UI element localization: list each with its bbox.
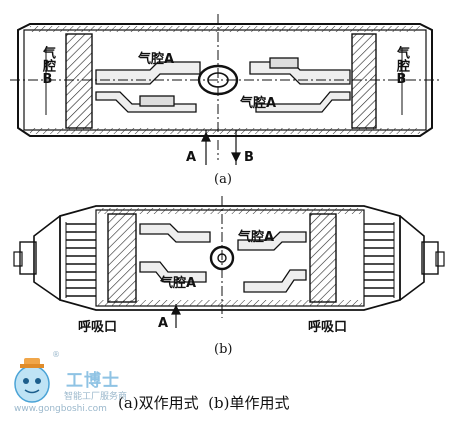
rack-assembly-b bbox=[139, 223, 307, 293]
rack-assembly-a bbox=[95, 57, 351, 113]
pinion-gear-a bbox=[197, 64, 239, 96]
chamber-b-left-text: 气腔B bbox=[40, 46, 55, 87]
label-chamber-b-left: 气腔B bbox=[38, 46, 56, 92]
watermark-badge: ® bbox=[52, 350, 60, 359]
label-chamber-b-right: 气腔B bbox=[392, 46, 410, 92]
left-endcap-b bbox=[13, 215, 61, 301]
watermark-slogan: 智能工厂服务商 bbox=[64, 392, 128, 402]
caption-a: (a) bbox=[214, 172, 232, 187]
caption-b: (b) bbox=[214, 342, 233, 357]
left-spring-b bbox=[65, 222, 96, 298]
label-chamber-a-top-b: 气腔A bbox=[238, 230, 275, 245]
right-piston-b bbox=[309, 213, 337, 303]
right-spring-b bbox=[364, 222, 395, 298]
label-port-b: B bbox=[244, 150, 254, 165]
left-piston-b bbox=[107, 213, 137, 303]
chamber-b-right-text: 气腔B bbox=[394, 46, 409, 87]
label-breathing-right: 呼吸口 bbox=[308, 320, 348, 335]
center-lines-a bbox=[10, 14, 440, 160]
label-port-a-b: A bbox=[158, 316, 169, 331]
label-chamber-a-center: 气腔A bbox=[240, 96, 277, 111]
right-piston-a bbox=[351, 33, 377, 129]
label-breathing-left: 呼吸口 bbox=[78, 320, 118, 335]
right-endcap-b bbox=[399, 215, 445, 301]
port-lines-a bbox=[201, 130, 241, 165]
mascot-icon bbox=[14, 358, 50, 403]
label-port-a: A bbox=[186, 150, 197, 165]
figure-caption: (a)双作用式 (b)单作用式 bbox=[118, 394, 290, 412]
watermark-brand: 工博士 bbox=[66, 371, 120, 391]
watermark-url: www.gongboshi.com bbox=[14, 404, 107, 414]
watermark: ® 工博士 智能工厂服务商 www.gongboshi.com bbox=[8, 350, 158, 420]
label-chamber-a-top: 气腔A bbox=[138, 52, 175, 67]
left-piston-a bbox=[65, 33, 93, 129]
label-chamber-a-bottom-b: 气腔A bbox=[160, 276, 197, 291]
